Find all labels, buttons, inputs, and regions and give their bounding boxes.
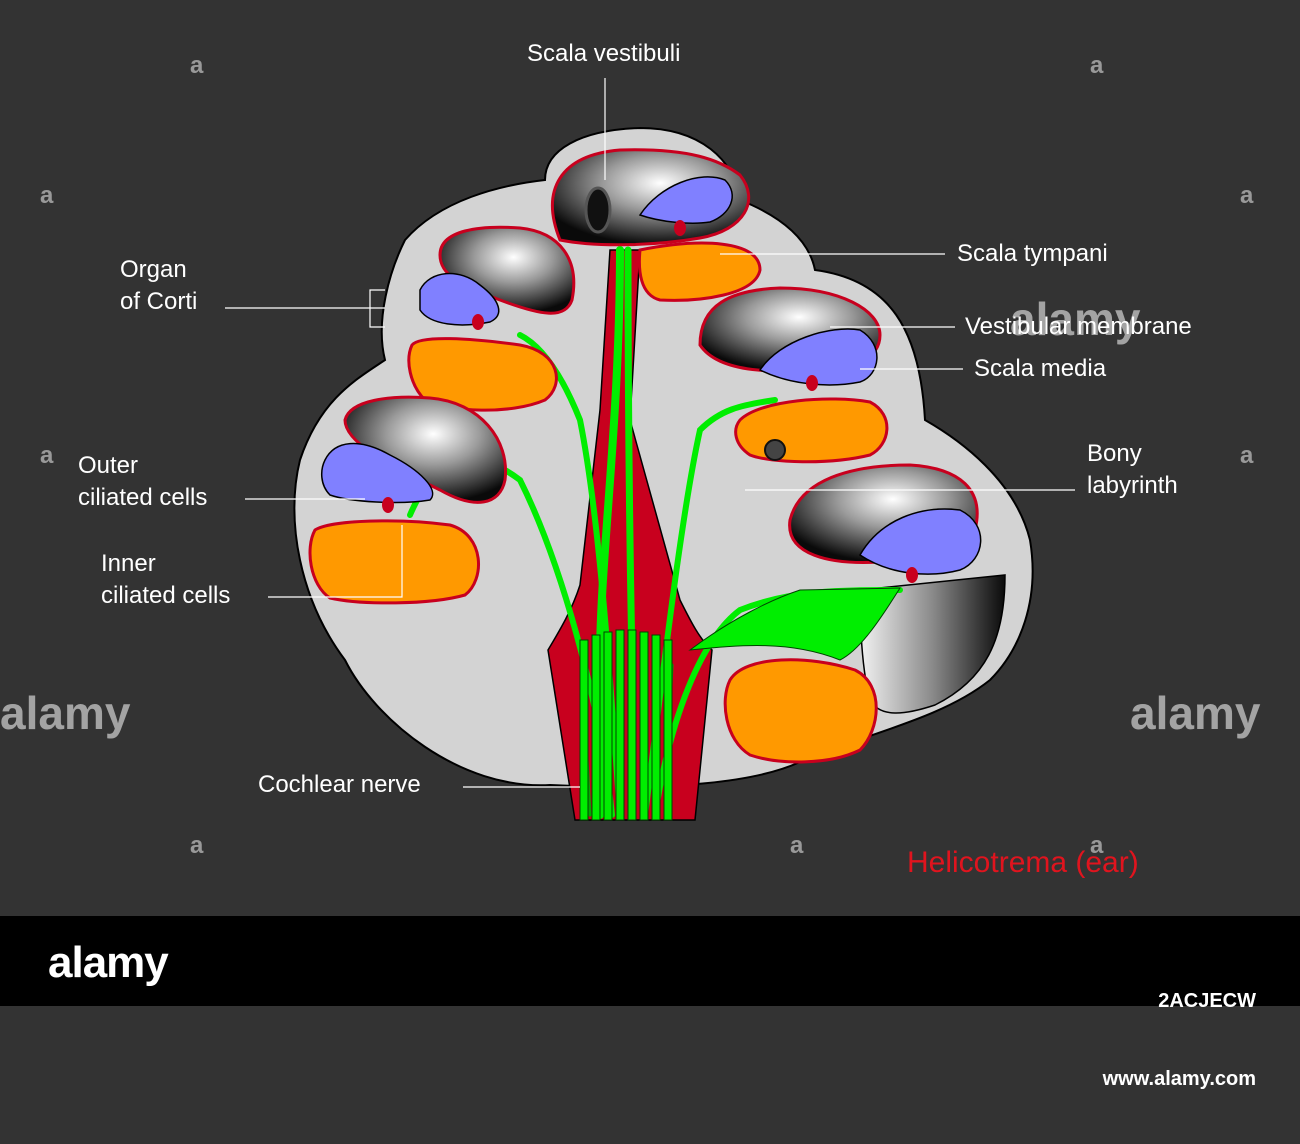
watermark-glyph: a — [190, 832, 204, 859]
cochlear-turn-apex — [551, 148, 762, 302]
footer-logo: alamy — [48, 938, 169, 987]
label-vestibular-membrane: Vestibular membrane — [965, 313, 1192, 340]
nerve-bundle — [579, 629, 673, 821]
label-scala-vestibuli: Scala vestibuli — [527, 40, 681, 67]
leader-lines — [225, 78, 1075, 788]
cochlear-turn-lower-left — [308, 395, 508, 605]
watermark-glyph: a — [40, 442, 54, 469]
footer-image-info: 2ACJECW www.alamy.com — [1103, 936, 1256, 1144]
watermark-right: alamy — [1130, 687, 1261, 739]
watermark-glyph: a — [190, 52, 204, 79]
footer-site: www.alamy.com — [1102, 1068, 1256, 1090]
diagram-title: Helicotrema (ear) — [907, 846, 1139, 879]
label-inner-ciliated-cells: Inner ciliated cells — [101, 550, 231, 609]
watermark-glyph: a — [1240, 442, 1254, 469]
watermark-glyph: a — [1240, 182, 1254, 209]
helicotrema-tip — [859, 574, 1006, 714]
watermark-glyph: a — [790, 832, 804, 859]
cochlear-turn-upper-left — [407, 225, 576, 412]
watermark-glyph: a — [40, 182, 54, 209]
label-outer-ciliated-cells: Outer ciliated cells — [78, 452, 208, 511]
watermark-glyph: a — [1090, 52, 1104, 79]
footer-bar: alamy 2ACJECW www.alamy.com — [0, 916, 1300, 1090]
label-cochlear-nerve: Cochlear nerve — [258, 771, 421, 798]
label-organ-of-corti: Organ of Corti — [120, 256, 198, 315]
cochlear-turn-right — [698, 286, 889, 464]
footer-image-id: 2ACJECW — [1158, 990, 1256, 1012]
cochlea-diagram — [225, 78, 1075, 821]
apical-nerve-fan — [688, 587, 901, 661]
watermark-upper-right: alamy — [1010, 293, 1141, 345]
label-scala-media: Scala media — [974, 355, 1107, 382]
watermark-left: alamy — [0, 687, 131, 739]
label-bony-labyrinth: Bony labyrinth — [1087, 440, 1178, 499]
watermark-glyph: a — [1090, 832, 1104, 859]
label-scala-tympani: Scala tympani — [957, 240, 1108, 267]
cochlear-turn-lower-right — [723, 463, 982, 764]
